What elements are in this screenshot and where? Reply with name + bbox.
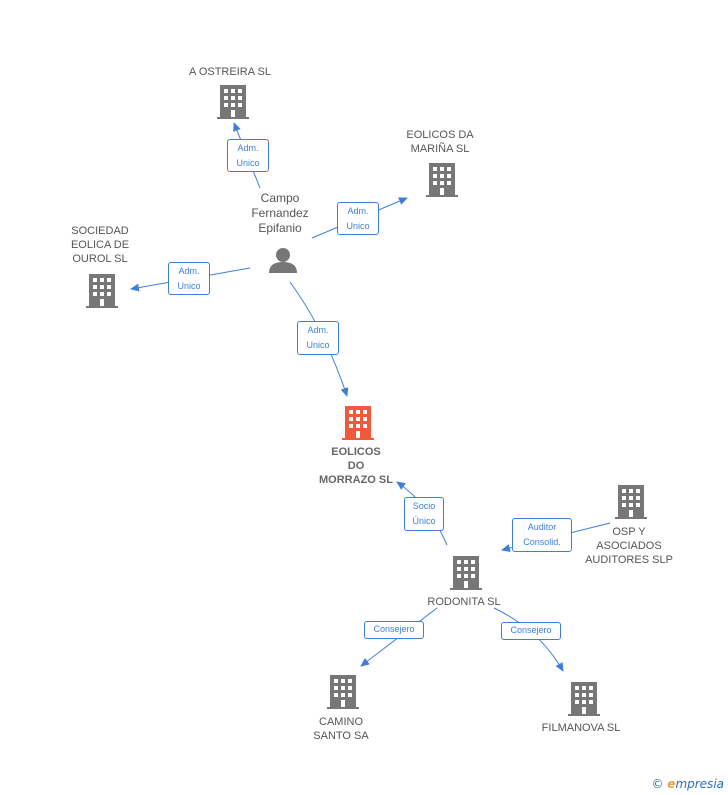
edge-label-campo-sociedad: Adm. Unico: [168, 262, 210, 295]
person-icon: [269, 248, 297, 273]
brand-name: mpresia: [675, 777, 724, 791]
edge-label-rodonita-morrazo: Socio Único: [404, 497, 444, 531]
building-icon: [426, 163, 458, 197]
node-label-eolicos-marina[interactable]: EOLICOS DA MARIÑA SL: [406, 129, 474, 155]
building-icon: [615, 485, 647, 519]
node-label-filmanova[interactable]: FILMANOVA SL: [541, 722, 621, 734]
node-label-eolicos-morrazo[interactable]: EOLICOS DO MORRAZO SL: [319, 446, 393, 486]
edge-label-campo-marina: Adm. Unico: [337, 202, 379, 235]
node-label-campo[interactable]: Campo Fernandez Epifanio: [251, 191, 309, 235]
node-label-a-ostreira[interactable]: A OSTREIRA SL: [189, 66, 271, 78]
copyright-symbol: ©: [651, 777, 664, 791]
building-icon: [450, 556, 482, 590]
node-label-sociedad-eolica[interactable]: SOCIEDAD EOLICA DE OUROL SL: [70, 225, 130, 265]
building-icon: [86, 274, 118, 308]
node-label-rodonita[interactable]: RODONITA SL: [427, 596, 501, 608]
brand-logo-e: e: [667, 777, 676, 791]
edge-label-rodonita-camino: Consejero: [364, 621, 424, 639]
edge-label-osp-rodonita: Auditor Consolid.: [512, 518, 572, 552]
footer-brand: © empresia: [651, 777, 724, 791]
building-icon: [342, 406, 374, 440]
building-icon: [568, 682, 600, 716]
building-icon: [327, 675, 359, 709]
node-label-camino[interactable]: CAMINO SANTO SA: [313, 716, 369, 742]
edge-label-rodonita-filmanova: Consejero: [501, 622, 561, 640]
edge-label-campo-ostreira: Adm. Unico: [227, 139, 269, 172]
node-label-osp[interactable]: OSP Y ASOCIADOS AUDITORES SLP: [585, 526, 673, 566]
building-icon: [217, 85, 249, 119]
edge-label-campo-morrazo: Adm. Unico: [297, 321, 339, 355]
